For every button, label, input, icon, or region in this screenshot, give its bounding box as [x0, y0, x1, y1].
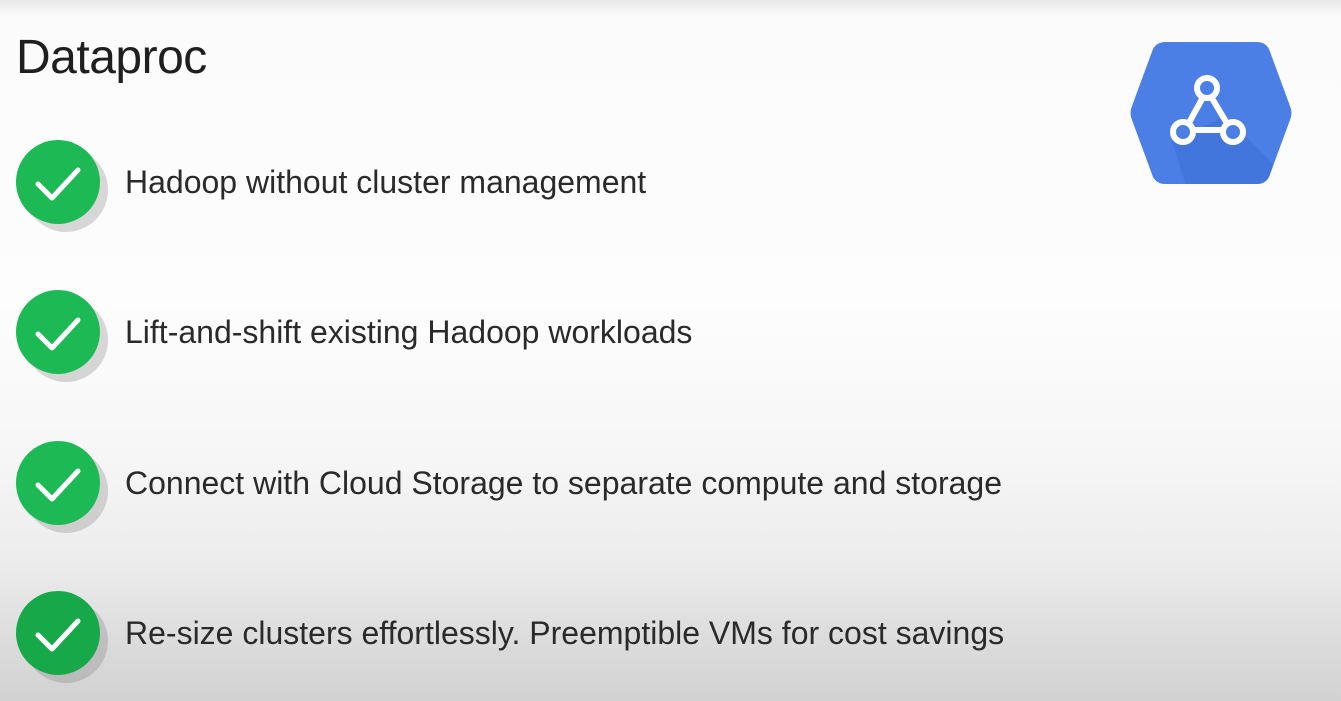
check-icon [16, 591, 100, 675]
list-item: Re-size clusters effortlessly. Preemptib… [16, 591, 1216, 681]
list-item-text: Hadoop without cluster management [125, 164, 647, 200]
dataproc-hexagon-icon [1130, 42, 1292, 184]
dataproc-logo-icon [1127, 38, 1295, 188]
list-item: Hadoop without cluster management [16, 140, 1216, 230]
list-item-text: Lift-and-shift existing Hadoop workloads [125, 314, 693, 350]
list-item: Connect with Cloud Storage to separate c… [16, 441, 1216, 531]
slide-title: Dataproc [16, 31, 207, 84]
check-icon [16, 441, 100, 525]
list-item: Lift-and-shift existing Hadoop workloads [16, 290, 1216, 380]
list-item-text: Connect with Cloud Storage to separate c… [125, 465, 1002, 501]
check-icon [16, 140, 100, 224]
check-icon [16, 290, 100, 374]
list-item-text: Re-size clusters effortlessly. Preemptib… [125, 615, 1005, 651]
